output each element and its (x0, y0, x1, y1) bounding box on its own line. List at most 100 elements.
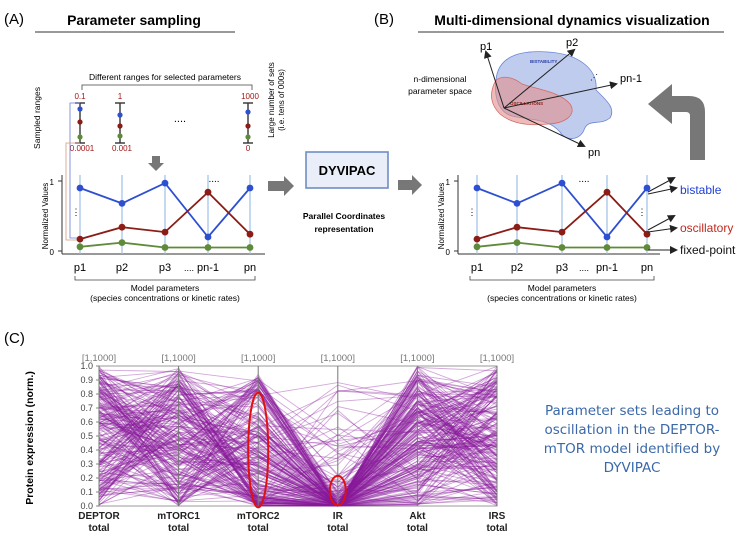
pc-c-line (98, 397, 498, 499)
panel-b-title: Multi-dimensional dynamics visualization (434, 12, 709, 28)
panel-b: (B) Multi-dimensional dynamics visualiza… (374, 11, 736, 303)
pc-c-line (98, 373, 498, 507)
pc-c-ytick-label: 0.2 (80, 473, 93, 483)
pc-c-line (98, 369, 498, 504)
pc-c-line (98, 374, 498, 507)
pc-c-line (98, 415, 498, 507)
range-1-top: 0.1 (74, 92, 86, 101)
pc-c-line (98, 381, 498, 505)
pc-c-line (98, 374, 498, 507)
space-label-2: parameter space (408, 86, 472, 96)
pc-c-line (98, 366, 498, 507)
pc-a-param-n-1: pn-1 (197, 262, 219, 274)
pc-c-line (98, 385, 498, 496)
pc-c-line (98, 378, 498, 504)
pc-line-green-point (246, 244, 254, 251)
pc-c-line (98, 388, 498, 507)
pc-c-line (98, 407, 498, 507)
pc-c-line (98, 435, 498, 479)
pc-c-line (98, 398, 498, 507)
parallel-coords-b (454, 175, 678, 255)
pc-c-line (98, 390, 498, 505)
pc-c-line (98, 409, 498, 507)
pc-c-line (98, 381, 498, 507)
pc-c-line (98, 387, 498, 507)
pc-line-red-point (603, 188, 611, 196)
pc-c-line (98, 390, 498, 491)
pc-c-line (98, 431, 498, 507)
pc-b-param-1: p1 (471, 262, 483, 274)
pc-c-line (98, 387, 498, 507)
pc-c-axis-range: [1,1000] (161, 353, 195, 364)
pc-c-line (98, 380, 498, 507)
pc-c-line (98, 384, 498, 489)
pc-a-param-n: pn (244, 262, 256, 274)
pc-c-line (98, 396, 498, 507)
pc-c-line (98, 414, 498, 506)
pc-c-line (98, 394, 498, 507)
pc-c-line (98, 384, 498, 464)
pc-c-ytick-label: 0.9 (80, 375, 93, 385)
pc-c-line (98, 367, 498, 507)
pc-c-line (98, 432, 498, 506)
pc-c-line (98, 371, 498, 507)
range-1-bottom: 0.0001 (70, 144, 95, 153)
pc-c-line (98, 369, 498, 460)
pc-c-line (98, 389, 498, 507)
pc-c-axis-sub: total (486, 523, 507, 534)
pc-c-line (98, 388, 498, 507)
pc-line-blue-point (558, 179, 566, 187)
pc-c-line (98, 374, 498, 507)
pc-c-line (98, 405, 498, 490)
pc-c-line (98, 435, 498, 507)
pc-c-line (98, 407, 497, 507)
pc-c-ytick-label: 0.8 (80, 389, 93, 399)
pc-c-line (98, 377, 498, 502)
pc-c-line (98, 380, 498, 507)
pc-c-line (98, 368, 498, 507)
pc-c-line (98, 417, 498, 507)
pc-c-line (98, 395, 498, 507)
pc-c-axis-name: DEPTOR (78, 511, 120, 522)
pc-b-tick-1: 1 (446, 178, 451, 187)
pc-c-axis-range: [1,1000] (241, 353, 275, 364)
ranges-caption: Different ranges for selected parameters (89, 72, 241, 82)
pc-c-line (98, 374, 498, 467)
pc-c-line (98, 366, 498, 507)
pc-a-top-ellipsis: .... (208, 174, 219, 185)
pc-c-line (98, 371, 498, 507)
pc-c-line (98, 381, 498, 497)
pc-c-line (98, 383, 498, 504)
pc-c-line (98, 390, 498, 507)
pc-c-line (98, 416, 498, 507)
pc-c-line (98, 393, 498, 507)
pc-c-line (98, 391, 498, 488)
pc-c-line (98, 430, 498, 506)
pc-c-line (98, 389, 498, 506)
pc-c-line (98, 374, 498, 507)
sampled-ranges-label: Sampled ranges (32, 87, 42, 149)
pc-c-line (98, 380, 498, 507)
pc-c-line (98, 422, 498, 506)
range-bar-1 (75, 102, 85, 144)
pc-c-line (98, 440, 498, 502)
pc-b-param-n: pn (641, 262, 653, 274)
pc-line-blue-point (473, 184, 481, 192)
space-label-pn-1: pn-1 (620, 73, 642, 85)
pc-c-line (98, 377, 498, 507)
large-number-sublabel: (i.e. tens of 000s) (277, 69, 286, 131)
pc-c-line (98, 380, 498, 503)
pc-c-line (98, 379, 498, 493)
pc-c-line (98, 390, 498, 507)
pc-line-green-point (603, 244, 611, 251)
pc-c-line (98, 445, 498, 507)
pc-c-ytick-label: 0.4 (80, 445, 93, 455)
pc-line-green-point (643, 244, 651, 251)
pc-c-line (98, 366, 498, 507)
pc-c-line (98, 394, 498, 507)
pc-c-line (98, 374, 498, 507)
pc-c-line (98, 391, 498, 501)
pc-c-line (98, 371, 498, 505)
pc-c-line (98, 370, 498, 507)
pc-a-caption-1: Model parameters (131, 283, 200, 293)
